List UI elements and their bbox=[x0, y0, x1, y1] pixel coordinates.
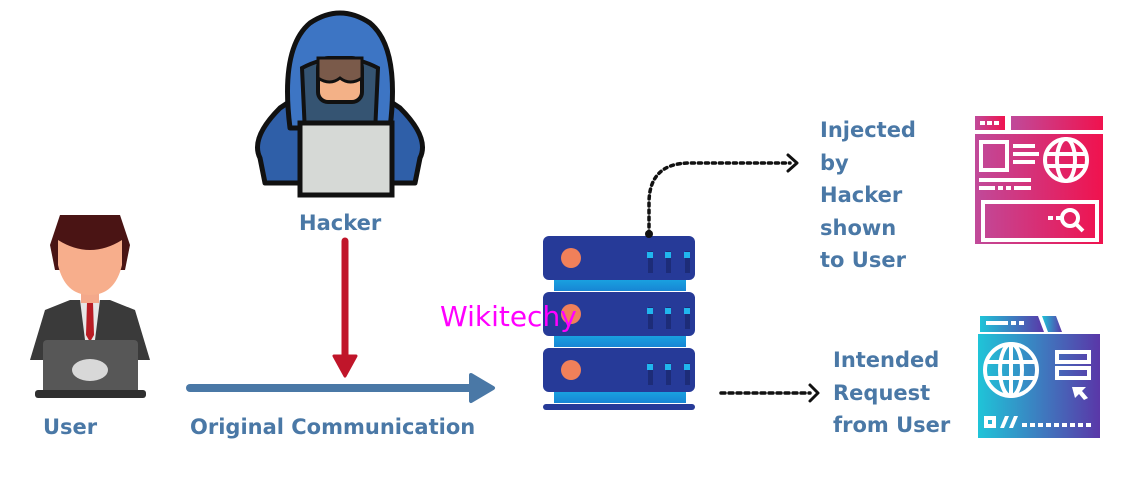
injected-outcome-text: Injected by Hacker shown to User bbox=[820, 114, 916, 277]
original-communication-arrow bbox=[186, 373, 495, 403]
intended-line: from User bbox=[833, 413, 951, 437]
malicious-webpage-icon bbox=[975, 116, 1103, 244]
businessman-laptop-icon bbox=[30, 215, 150, 398]
injected-line: shown bbox=[820, 215, 897, 240]
hooded-hacker-icon bbox=[255, 10, 425, 198]
injected-line: Hacker bbox=[820, 183, 903, 207]
legit-webpage-icon bbox=[978, 316, 1100, 438]
intended-line: Intended bbox=[833, 348, 940, 372]
injection-arrow bbox=[332, 237, 358, 378]
watermark-text: Wikitechy bbox=[440, 300, 577, 333]
server-rack-icon bbox=[543, 236, 695, 410]
injected-dotted-arrow bbox=[645, 153, 799, 238]
hacker-label: Hacker bbox=[299, 211, 382, 235]
intended-dotted-arrow bbox=[719, 383, 820, 403]
user-label: User bbox=[43, 415, 98, 439]
injected-line: to User bbox=[820, 248, 906, 272]
intended-line: Request bbox=[833, 380, 931, 405]
intended-outcome-text: Intended Request from User bbox=[833, 344, 950, 442]
original-communication-label: Original Communication bbox=[190, 415, 476, 439]
injected-line: Injected bbox=[820, 118, 916, 142]
injected-line: by bbox=[820, 150, 849, 175]
